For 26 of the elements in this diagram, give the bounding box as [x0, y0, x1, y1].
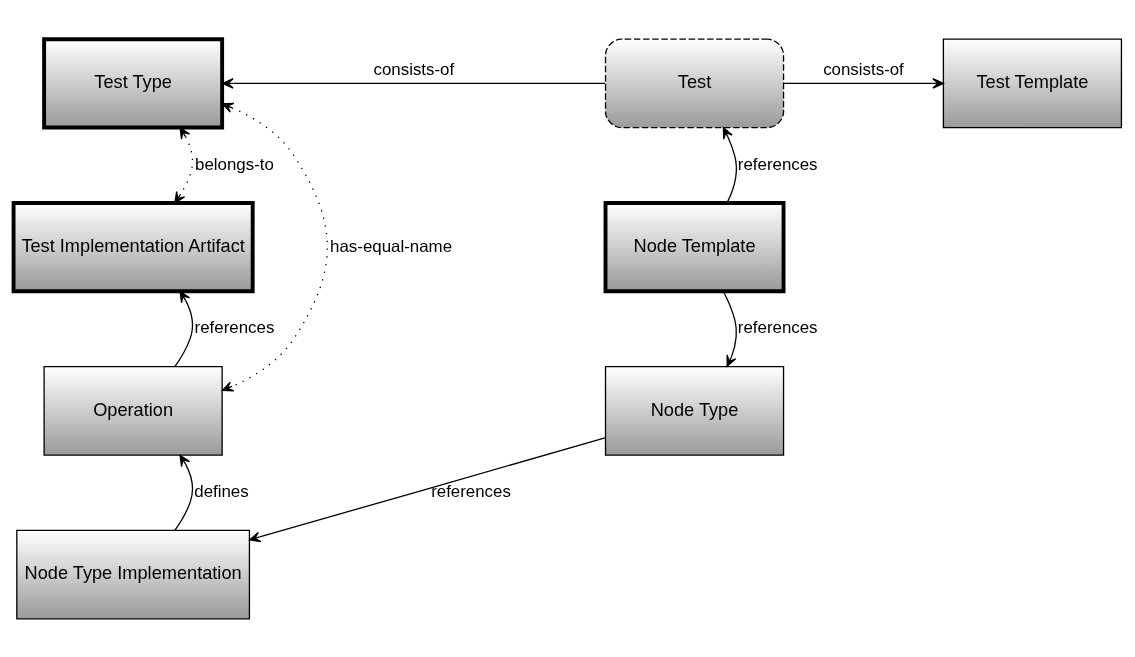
- edge-label: belongs-to: [195, 154, 274, 174]
- arrow: [722, 290, 738, 367]
- arrow: [221, 102, 328, 391]
- edge-label: references: [737, 154, 818, 174]
- arrow: [783, 77, 944, 89]
- arrow: [722, 126, 738, 203]
- edge-label: consists-of: [823, 59, 904, 79]
- arrow: [174, 454, 194, 531]
- node-box: Test Type: [42, 36, 225, 129]
- arrow: [174, 126, 194, 204]
- node-box: Node Template: [603, 200, 786, 293]
- node-box: Test Implementation Artifact: [11, 200, 255, 293]
- edge-label: defines: [194, 481, 249, 501]
- node-box: Test Template: [942, 38, 1123, 128]
- arrow: [222, 77, 606, 89]
- node-box: Operation: [43, 365, 223, 456]
- edge-label: references: [431, 481, 511, 501]
- arrow: [249, 436, 606, 542]
- edge-label: has-equal-name: [330, 236, 453, 256]
- edge-label: consists-of: [373, 59, 455, 79]
- node-box: Node Type: [604, 365, 785, 456]
- arrow: [174, 290, 194, 367]
- edge-label: references: [194, 317, 275, 337]
- node-box: Test: [604, 38, 785, 128]
- edge-label: references: [737, 317, 818, 337]
- node-box: Node Type Implementation: [16, 529, 251, 619]
